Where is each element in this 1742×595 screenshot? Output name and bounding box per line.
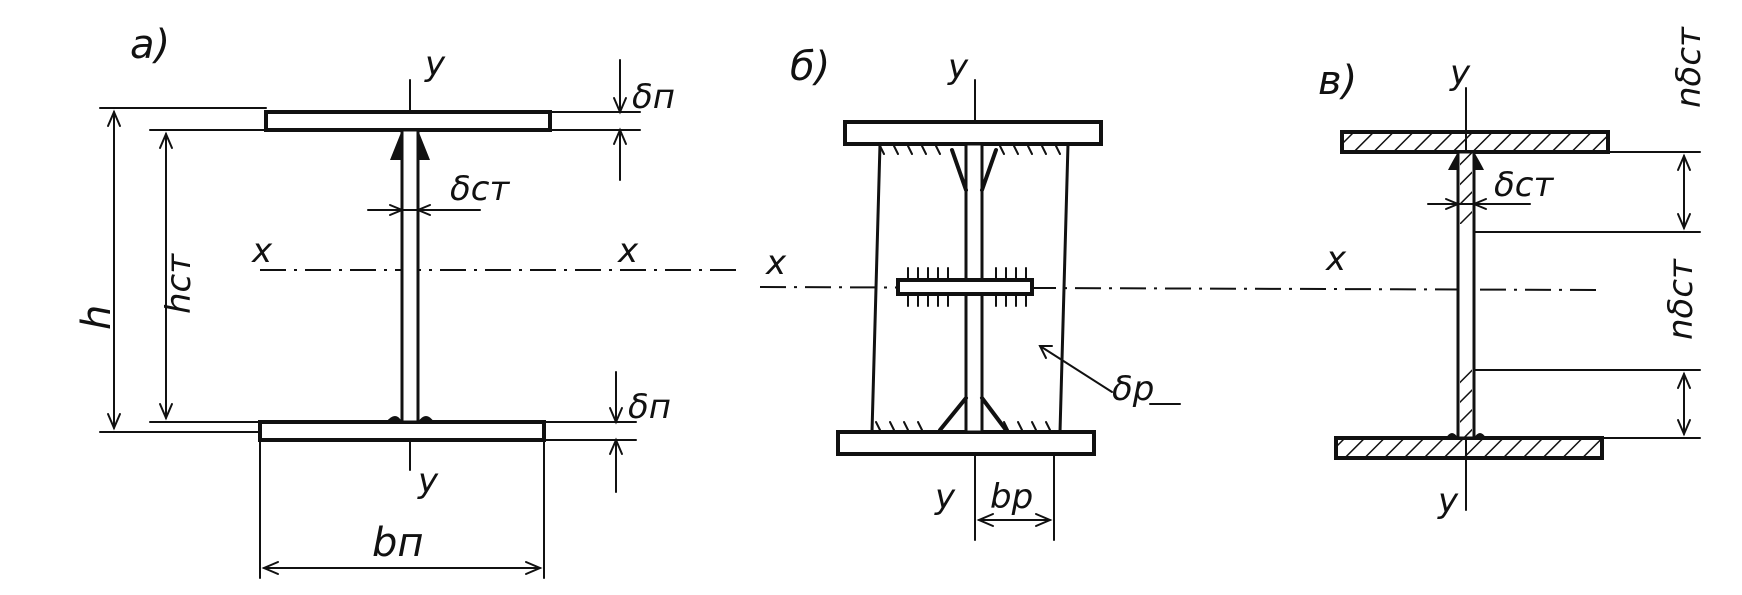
panel-a-label: а) (130, 22, 170, 68)
panel-b-rib-width-label: bр (990, 477, 1033, 517)
panel-a-x-left-label: x (251, 231, 273, 271)
panel-v-top-flange (1340, 130, 1610, 154)
panel-v-top-n-label: nδст (1669, 26, 1709, 108)
panel-b-bottom-flange (836, 430, 1096, 456)
panel-a-height-label: h (74, 305, 120, 330)
panel-a-weld-tr (418, 130, 430, 160)
panel-a-weld-br (418, 416, 434, 422)
panel-a-top-flange (264, 110, 552, 132)
panel-b-top-weld-hatch (879, 145, 1061, 155)
panel-a: а) y y x x δст h (74, 22, 740, 579)
panel-v-y-top-label: y (1449, 53, 1471, 93)
panel-v-bottom-flange (1334, 436, 1604, 460)
panel-b-rib-left (870, 142, 882, 434)
panel-v-y-bottom-label: y (1437, 481, 1459, 521)
panel-a-web-height-label: hст (159, 253, 199, 314)
panel-b-bottom-weld-hatch (875, 421, 1051, 431)
panel-v: в) y y x δст nδст nδст (1318, 26, 1709, 521)
panel-a-flange-width-label: bп (372, 520, 424, 566)
panel-v-label: в) (1318, 58, 1357, 104)
panel-b-rib-right (1058, 142, 1070, 434)
panel-b-mid-weld-hatch (907, 267, 1027, 307)
panel-b-y-top-label: y (947, 47, 969, 87)
panel-v-x-label: x (1325, 239, 1347, 279)
panel-a-web (400, 128, 420, 424)
panel-a-web-thickness-label: δст (450, 169, 510, 209)
panel-b: б) y y x δр (759, 44, 1601, 541)
panel-a-weld-bl (386, 416, 402, 422)
panel-v-web-thickness-label: δст (1494, 165, 1554, 205)
panel-a-bottom-flange (258, 420, 546, 442)
panel-b-rib-thickness-label: δр (1112, 369, 1154, 409)
panel-a-weld-tl (390, 130, 402, 160)
panel-v-web-top-zone (1460, 152, 1472, 224)
panel-b-top-flange (843, 120, 1103, 146)
panel-a-y-top-label: y (424, 44, 446, 84)
panel-v-mid-n-label: nδст (1661, 258, 1701, 340)
panel-a-y-bottom-label: y (417, 461, 439, 501)
panel-a-bottom-flange-thickness-label: δп (628, 387, 671, 427)
panel-b-label: б) (790, 44, 830, 90)
panel-b-y-bottom-label: y (934, 477, 956, 517)
panel-v-web-bottom-zone (1460, 366, 1472, 438)
panel-b-rib-leader (1039, 345, 1113, 393)
panel-b-x-label: x (765, 243, 787, 283)
panel-a-top-flange-thickness-label: δп (632, 77, 675, 117)
panel-a-x-right-label: x (617, 231, 639, 271)
panel-b-mid-plate (896, 278, 1034, 296)
